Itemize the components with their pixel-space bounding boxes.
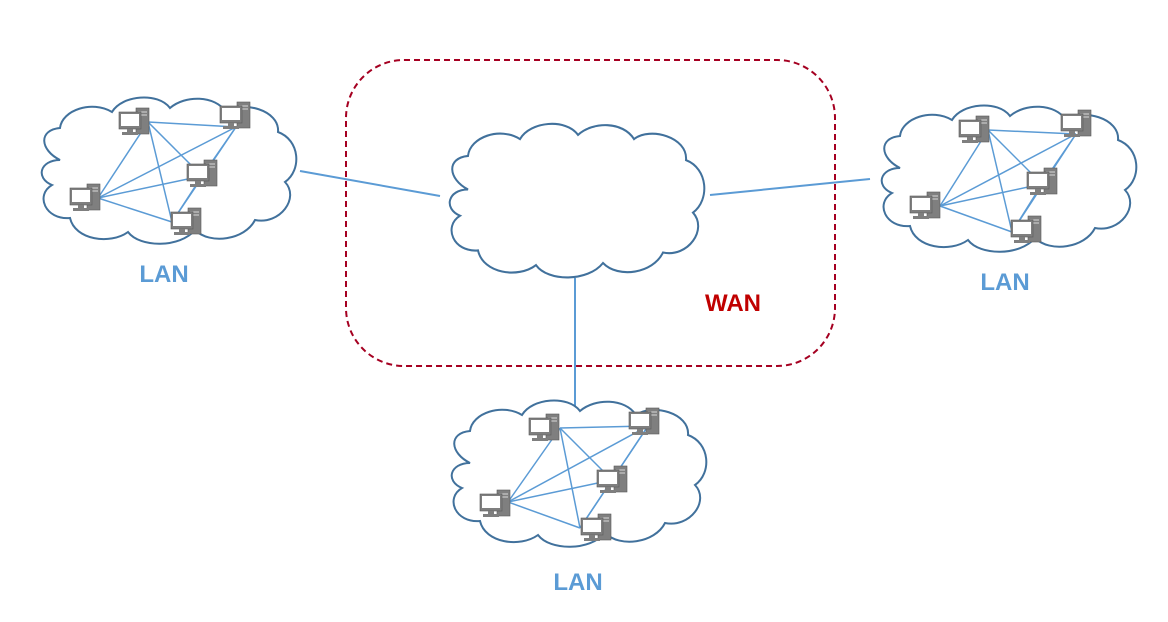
wan-link-right — [709, 178, 871, 196]
wan-boundary — [345, 59, 836, 367]
lan-label-bottom: LAN — [553, 569, 602, 596]
lan-cloud-left — [40, 96, 298, 245]
wan-links — [299, 170, 871, 408]
wan-link-left — [299, 170, 441, 197]
wan-cloud-icon — [448, 122, 706, 279]
wan-label: WAN — [705, 290, 761, 317]
lan-label-right: LAN — [980, 269, 1029, 296]
cloud-icon — [40, 96, 298, 245]
cloud-icon — [880, 104, 1138, 253]
lan-label-left: LAN — [139, 261, 188, 288]
lan-cloud-right — [880, 104, 1138, 253]
